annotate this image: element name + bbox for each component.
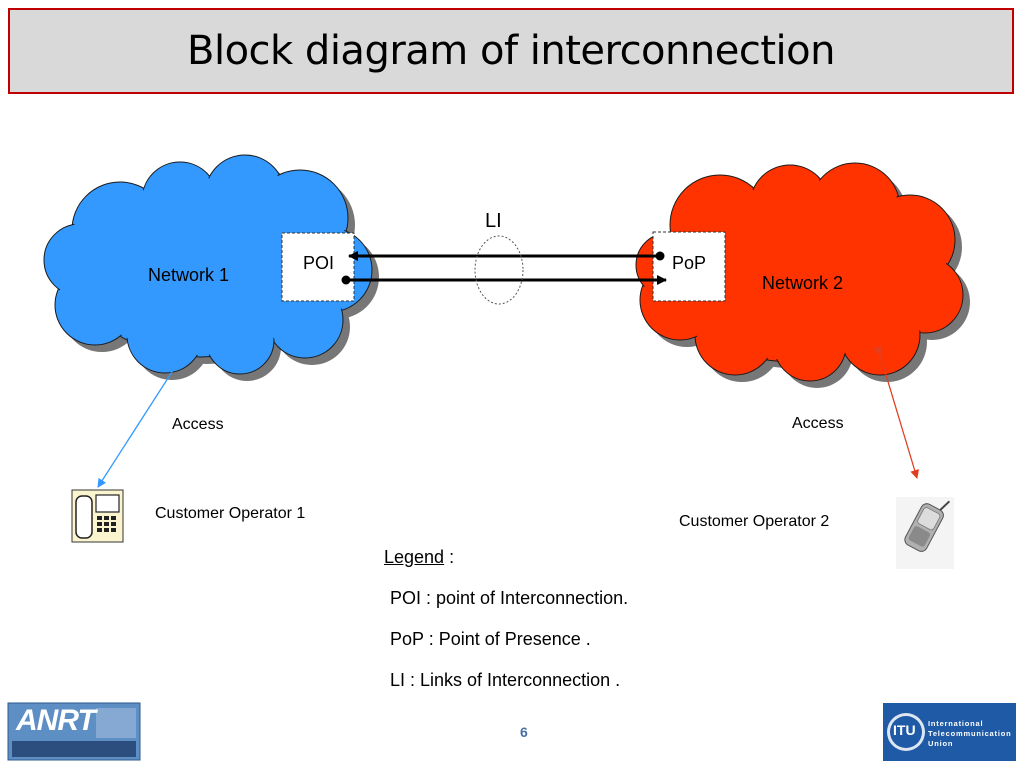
title-banner: Block diagram of interconnection (8, 8, 1014, 94)
legend-title: Legend (384, 547, 445, 567)
itu-logo (883, 703, 1016, 761)
poi-box (281, 232, 355, 302)
customer-operator-2-label: Customer Operator 2 (679, 513, 830, 530)
access-left-label: Access (172, 416, 224, 433)
network2-label: Network 2 (762, 273, 844, 293)
link-bottom-endpoint (341, 275, 351, 285)
pop-label: PoP (672, 253, 707, 273)
slide-title: Block diagram of interconnection (187, 28, 835, 74)
li-ellipse (474, 235, 524, 305)
legend-header: Legend : (384, 545, 628, 586)
itu-logo-short: ITU (893, 722, 916, 738)
legend-item: LI : Links of Interconnection . (390, 670, 621, 690)
anrt-logo-text: ANRT (16, 704, 96, 737)
legend: Legend : POI : point of Interconnection.… (384, 545, 628, 709)
network1-cloud (43, 154, 379, 381)
desk-phone-icon (71, 489, 124, 543)
itu-logo-line2: Telecommunication (928, 729, 1012, 738)
itu-logo-line1: International (928, 719, 984, 728)
page-number: 6 (520, 724, 528, 740)
network1-label: Network 1 (148, 265, 230, 285)
legend-colon: : (444, 547, 455, 567)
poi-label: POI (303, 253, 335, 273)
itu-logo-line3: Union (928, 739, 954, 748)
pop-box (652, 231, 726, 302)
legend-item: PoP : Point of Presence . (390, 629, 591, 649)
mobile-phone-icon (896, 497, 954, 569)
anrt-logo (7, 702, 141, 761)
li-label: LI (485, 210, 502, 232)
link-top-endpoint (655, 251, 665, 261)
access-right-label: Access (792, 415, 844, 432)
itu-logo-name: International Telecommunication Union (928, 719, 1011, 749)
legend-item: POI : point of Interconnection. (390, 588, 629, 608)
access-left-arrow (97, 351, 188, 488)
customer-operator-1-label: Customer Operator 1 (155, 505, 306, 522)
access-right-arrow (873, 346, 920, 479)
